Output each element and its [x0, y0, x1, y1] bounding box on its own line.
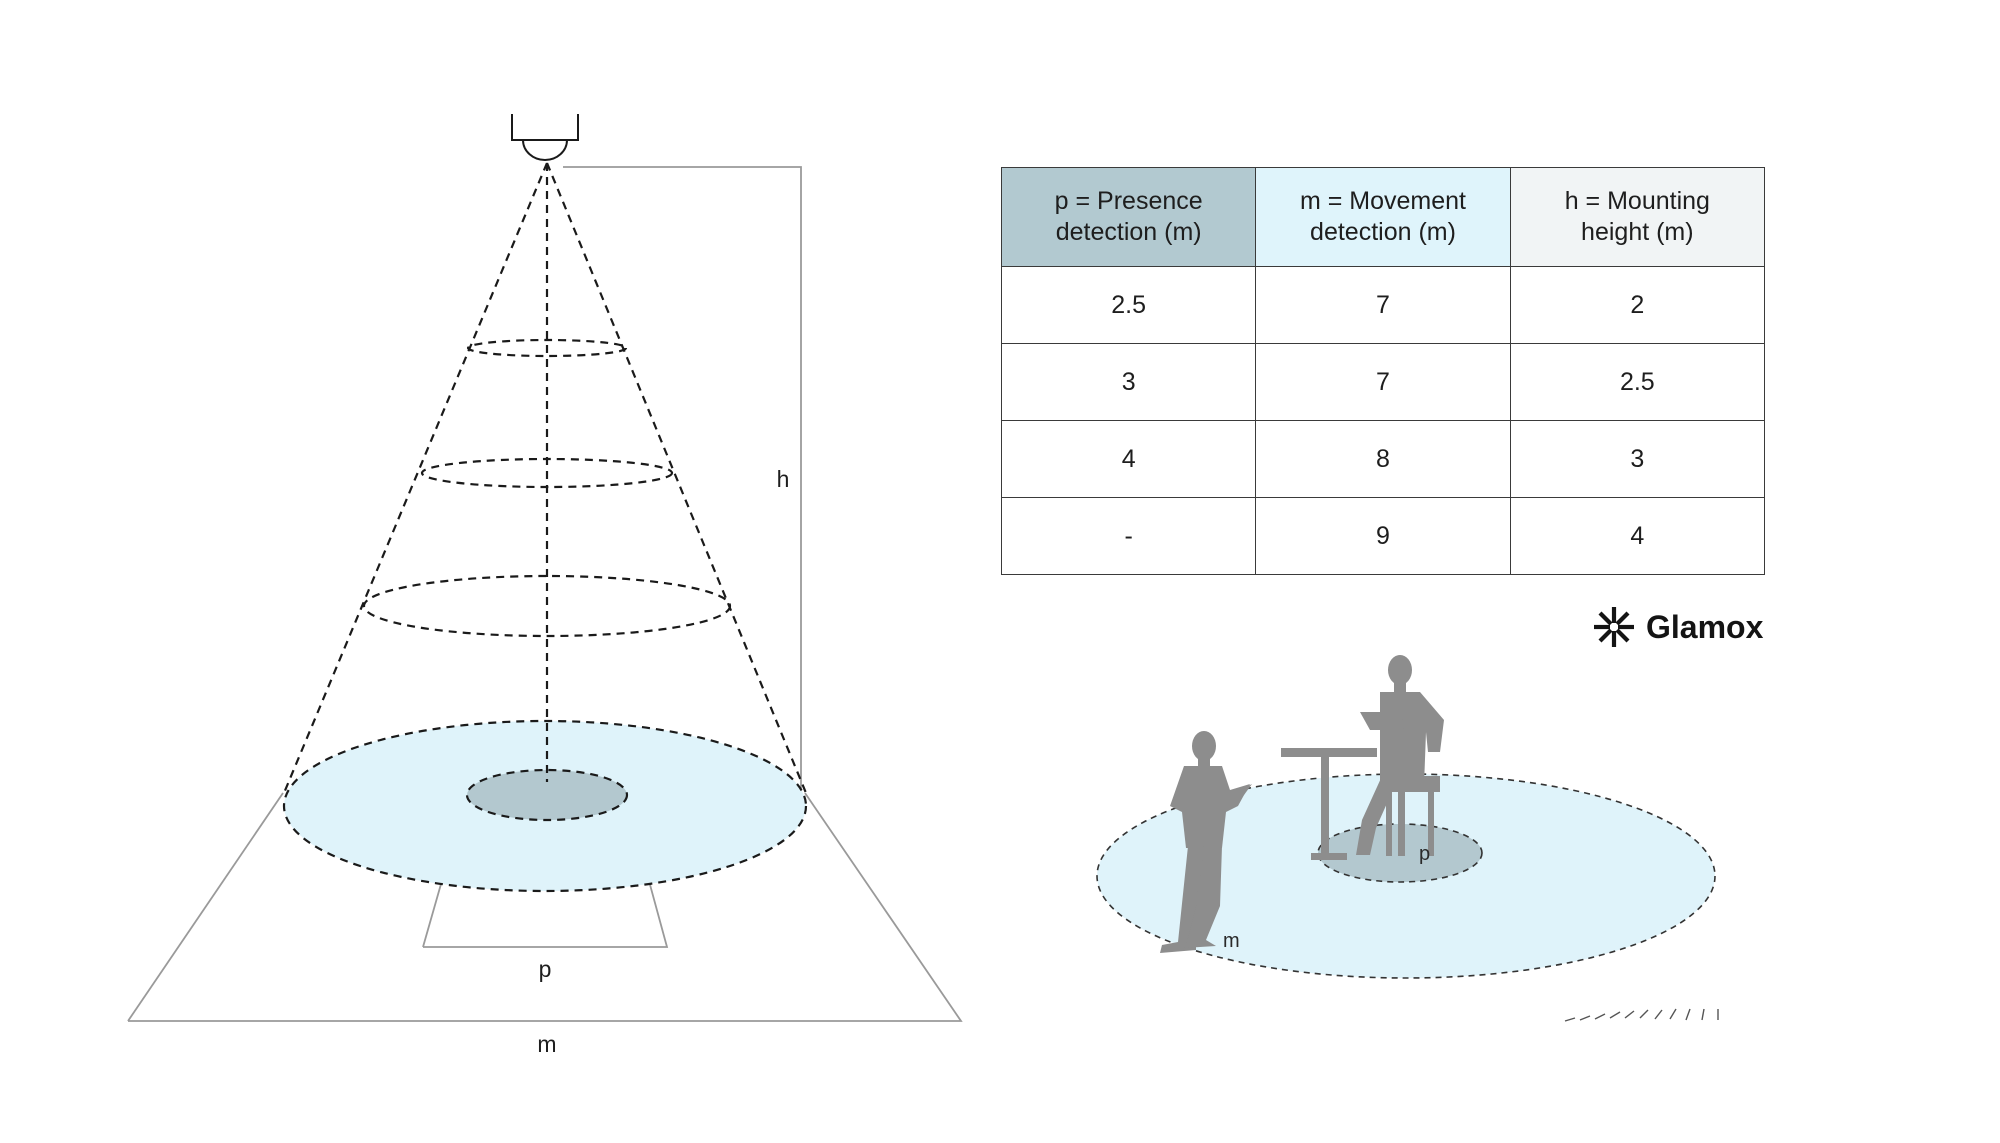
table-row: 3 7 2.5: [1000, 343, 1766, 421]
sensor-cone-diagram: h p m: [127, 114, 963, 1057]
cell-presence: 4: [1000, 420, 1257, 498]
glamox-burst-icon: [1594, 607, 1634, 647]
cone-dashed-lines: [282, 162, 808, 794]
table-row: 2.5 7 2: [1000, 266, 1766, 344]
cell-movement: 7: [1255, 343, 1511, 421]
floor-projection-lines: [127, 166, 963, 1022]
header-presence: p = Presence detection (m): [1000, 167, 1257, 267]
glamox-wordmark: Glamox: [1646, 608, 1764, 645]
cell-presence: 3: [1000, 343, 1257, 421]
cell-movement: 9: [1255, 497, 1511, 575]
standing-person-silhouette: [1160, 731, 1252, 953]
table-row: - 9 4: [1000, 497, 1766, 575]
scene-movement-label: m: [1223, 930, 1240, 952]
height-label: h: [777, 466, 790, 492]
header-mounting-height: h = Mounting height (m): [1509, 167, 1766, 267]
movement-floor-left-edge: [127, 792, 284, 1022]
table-header-row: p = Presence detection (m) m = Movement …: [1000, 167, 1766, 267]
cell-presence: 2.5: [1000, 266, 1257, 344]
cell-movement: 8: [1255, 420, 1511, 498]
glamox-logo: Glamox: [1592, 603, 1763, 651]
movement-width-label: m: [537, 1031, 556, 1057]
cell-movement: 7: [1255, 266, 1511, 344]
cell-presence: -: [1000, 497, 1257, 575]
office-scene: p m: [1096, 655, 1719, 1022]
decorative-hatch-marks: [1564, 1008, 1719, 1022]
scene-presence-label: p: [1419, 843, 1430, 865]
detection-range-table: p = Presence detection (m) m = Movement …: [1000, 167, 1766, 575]
cell-height: 4: [1509, 497, 1766, 575]
sensor-icon: [511, 114, 579, 161]
cell-height: 3: [1509, 420, 1766, 498]
table-row: 4 8 3: [1000, 420, 1766, 498]
movement-floor-outline: [128, 792, 963, 1022]
height-dimension-line: [563, 166, 802, 793]
seated-person-silhouette: [1356, 655, 1444, 856]
cell-height: 2.5: [1509, 343, 1766, 421]
presence-width-label: p: [539, 956, 552, 982]
header-movement: m = Movement detection (m): [1255, 167, 1511, 267]
presence-zone-ellipse: [465, 768, 629, 822]
desk-silhouette: [1281, 748, 1377, 860]
cell-height: 2: [1509, 266, 1766, 344]
